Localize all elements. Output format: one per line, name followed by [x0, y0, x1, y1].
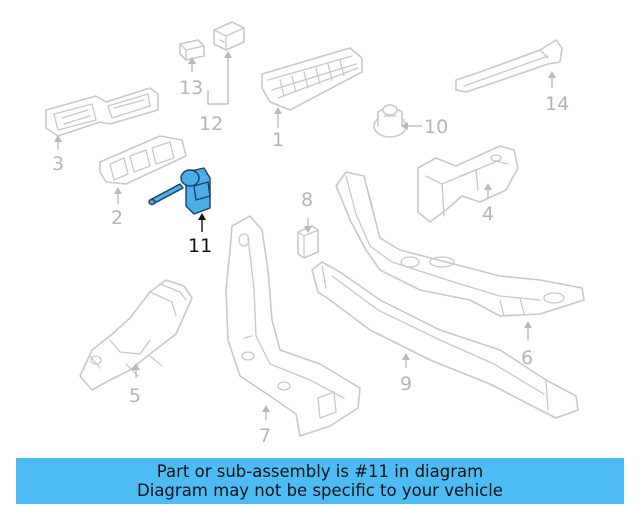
callout-9: 9 [400, 373, 412, 395]
parts-diagram: 13 12 1 14 10 3 [45, 21, 585, 447]
part-11-sensor: 11 [148, 167, 212, 257]
part-14-strip: 14 [455, 39, 569, 115]
part-12-bracket [213, 21, 245, 51]
part-10-knob: 10 [373, 104, 448, 138]
callout-4: 4 [482, 203, 494, 225]
banner-line-1: Part or sub-assembly is #11 in diagram [156, 462, 484, 481]
callout-3: 3 [52, 153, 64, 175]
callout-8: 8 [301, 189, 313, 211]
callout-14: 14 [545, 93, 569, 115]
part-13-clip [179, 39, 205, 61]
part-6-duct: 6 [335, 171, 585, 369]
part-9-duct: 9 [311, 261, 579, 419]
callout-6: 6 [521, 347, 533, 369]
callout-13: 13 [179, 77, 203, 99]
part-8-block: 8 [297, 189, 319, 259]
callout-12: 12 [199, 113, 223, 135]
part-7-bracket: 7 [225, 215, 361, 447]
part-1-grille: 1 [261, 47, 363, 151]
callout-5: 5 [129, 385, 141, 407]
part-4-bracket: 4 [417, 145, 519, 225]
callout-group-12-13: 13 12 [179, 51, 232, 135]
callout-10: 10 [424, 116, 448, 138]
part-3-vent: 3 [45, 87, 159, 175]
callout-1: 1 [272, 129, 284, 151]
banner-line-2: Diagram may not be specific to your vehi… [137, 481, 503, 500]
callout-2: 2 [111, 207, 123, 229]
callout-11: 11 [188, 235, 212, 257]
info-banner: Part or sub-assembly is #11 in diagram D… [16, 458, 624, 504]
callout-7: 7 [259, 425, 271, 447]
part-2-vent-frame: 2 [99, 135, 187, 229]
part-5-duct: 5 [79, 279, 193, 407]
